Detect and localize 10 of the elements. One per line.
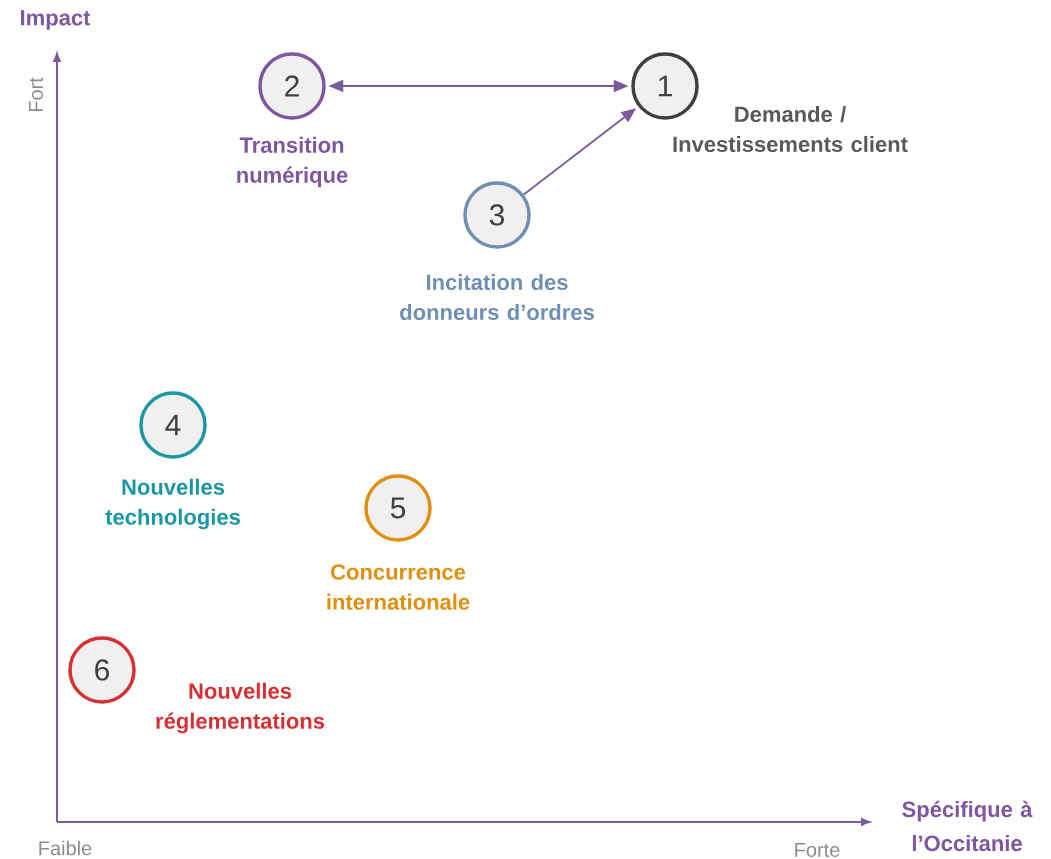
axis-label: Fort	[29, 77, 43, 112]
axis-label: Forte	[795, 843, 840, 857]
axis-title: Impact	[21, 10, 91, 30]
circle-caption: Incitation des donneurs d’ordres	[400, 273, 594, 321]
circle-caption: Nouvelles réglementations	[156, 682, 325, 734]
circle-caption: Transition numérique	[237, 136, 348, 188]
circle-caption: Concurrence internationale	[327, 564, 470, 610]
axis-title: Spécifique à l’Occitanie	[902, 800, 1033, 852]
axis-label: Faible	[39, 840, 92, 856]
circle-caption: Nouvelles technologies	[105, 478, 240, 530]
